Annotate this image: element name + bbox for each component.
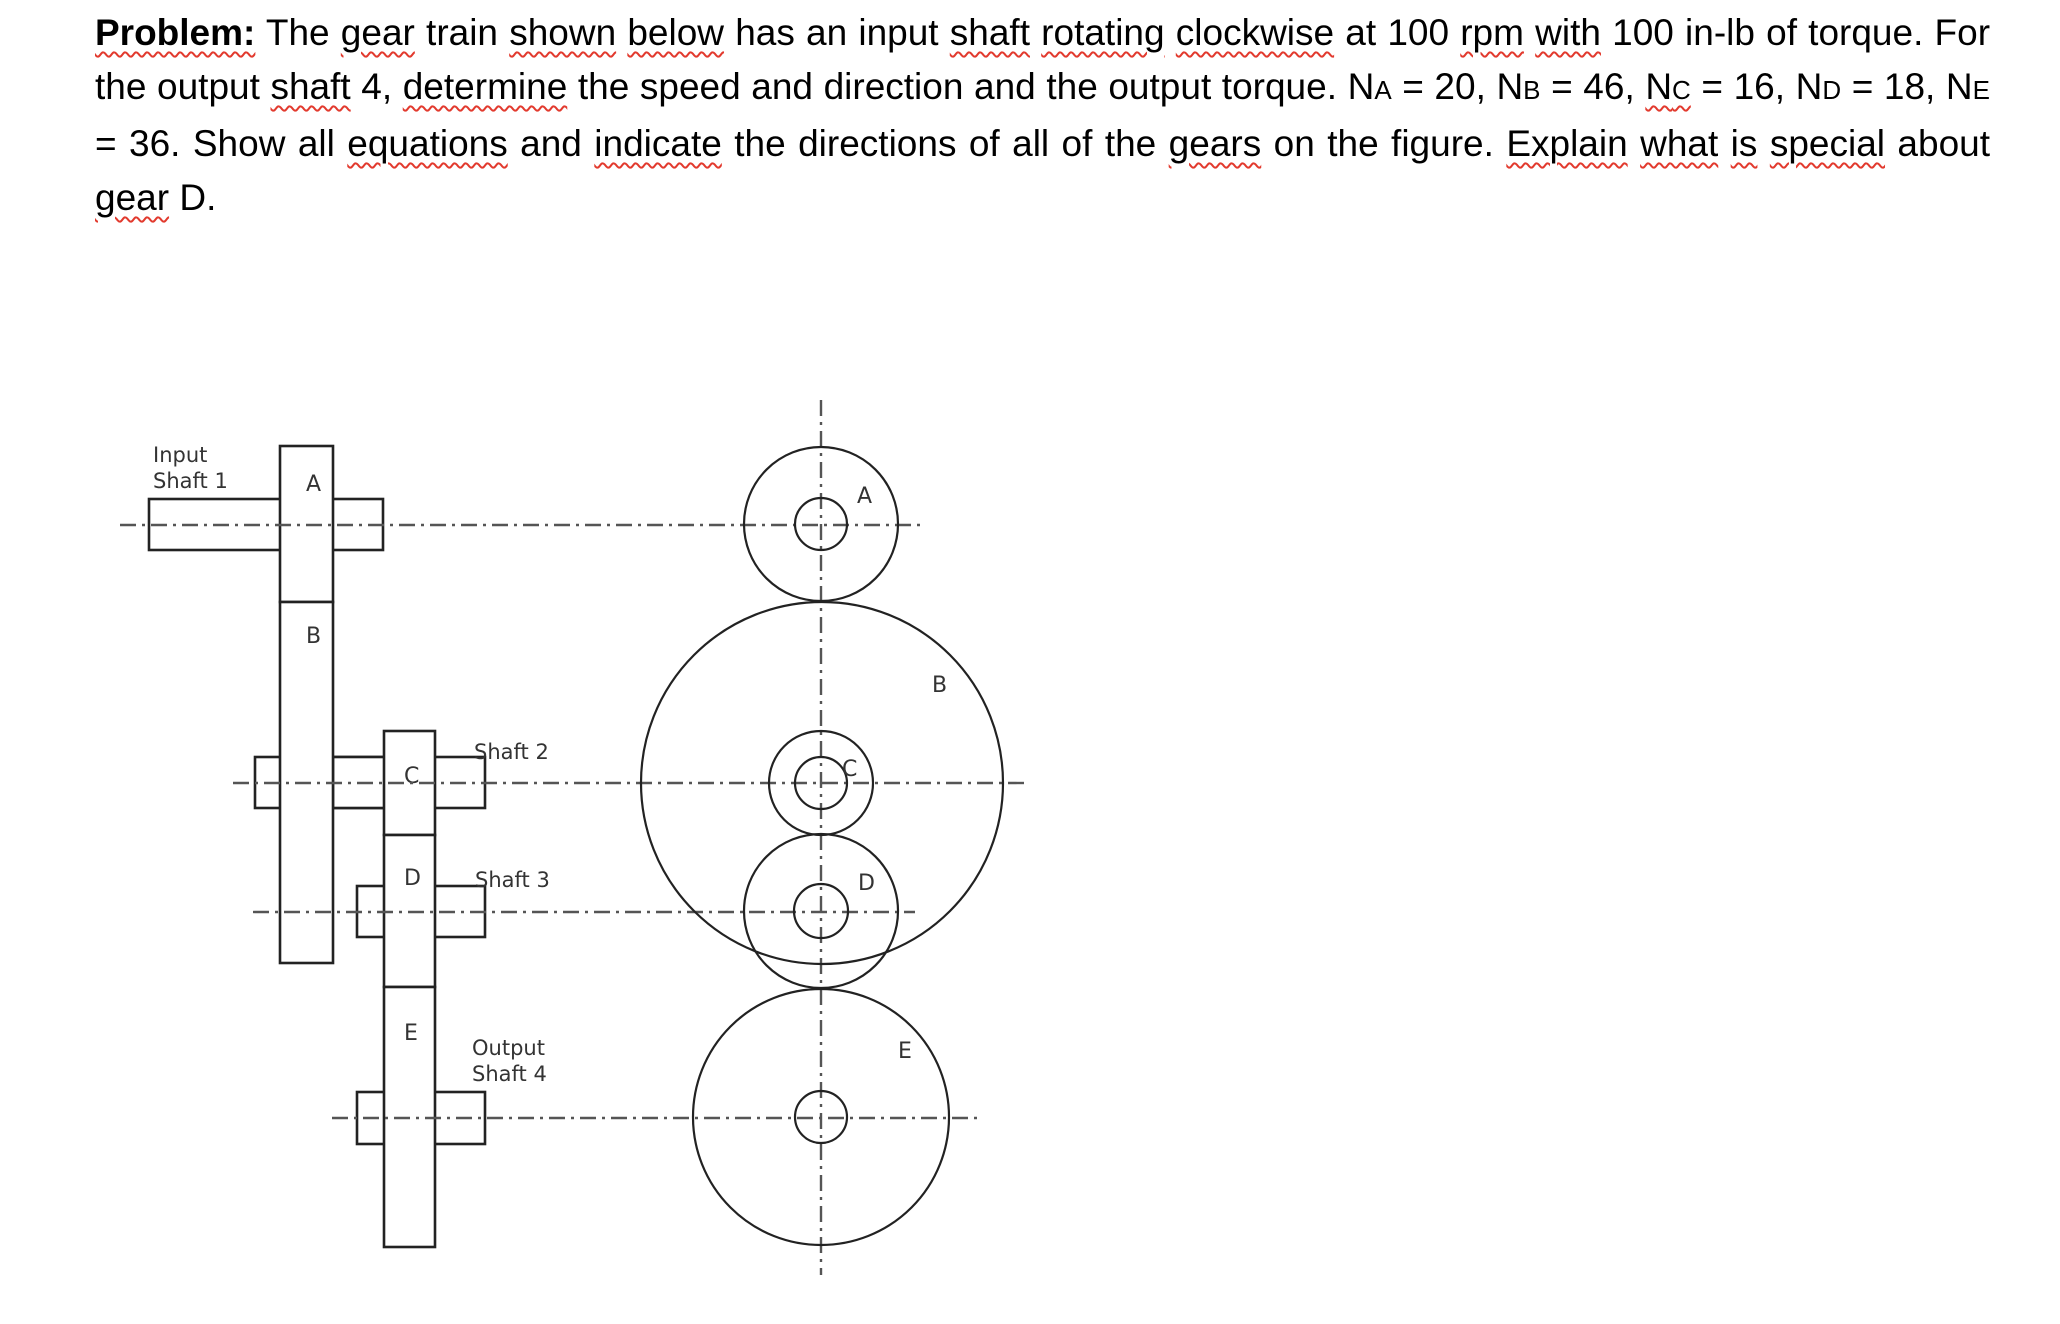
problem-statement: Problem: The gear train shown below has … bbox=[95, 12, 1991, 218]
side-view: Input Shaft 1 A B C D E Shaft 2 Shaft 3 … bbox=[147, 443, 550, 1249]
end-label-a: A bbox=[857, 484, 872, 509]
end-label-c: C bbox=[842, 757, 857, 782]
shaft-2-label: Shaft 2 bbox=[474, 740, 549, 764]
end-view: A B C D E bbox=[639, 445, 1005, 1247]
side-label-c: C bbox=[404, 764, 419, 789]
side-label-e: E bbox=[404, 1021, 418, 1046]
end-hub-e bbox=[793, 1089, 849, 1145]
end-gear-e bbox=[691, 987, 951, 1247]
end-label-b: B bbox=[932, 673, 947, 698]
side-label-d: D bbox=[404, 866, 421, 891]
end-label-d: D bbox=[858, 871, 875, 896]
center-lines bbox=[120, 400, 1025, 1275]
end-gear-b bbox=[639, 600, 1005, 966]
end-hub-a bbox=[793, 496, 849, 552]
problem-label: Problem: bbox=[95, 12, 256, 53]
input-shaft-label-2: Shaft 1 bbox=[153, 469, 228, 493]
output-shaft-label-2: Shaft 4 bbox=[472, 1062, 547, 1086]
side-label-a: A bbox=[306, 472, 321, 497]
shaft-3-label: Shaft 3 bbox=[475, 868, 550, 892]
end-hub-d bbox=[792, 882, 850, 940]
side-label-b: B bbox=[306, 624, 321, 649]
input-shaft-label: Input bbox=[153, 443, 207, 467]
end-label-e: E bbox=[898, 1039, 912, 1064]
output-shaft-label: Output bbox=[472, 1036, 545, 1060]
end-hub-c bbox=[793, 755, 849, 811]
